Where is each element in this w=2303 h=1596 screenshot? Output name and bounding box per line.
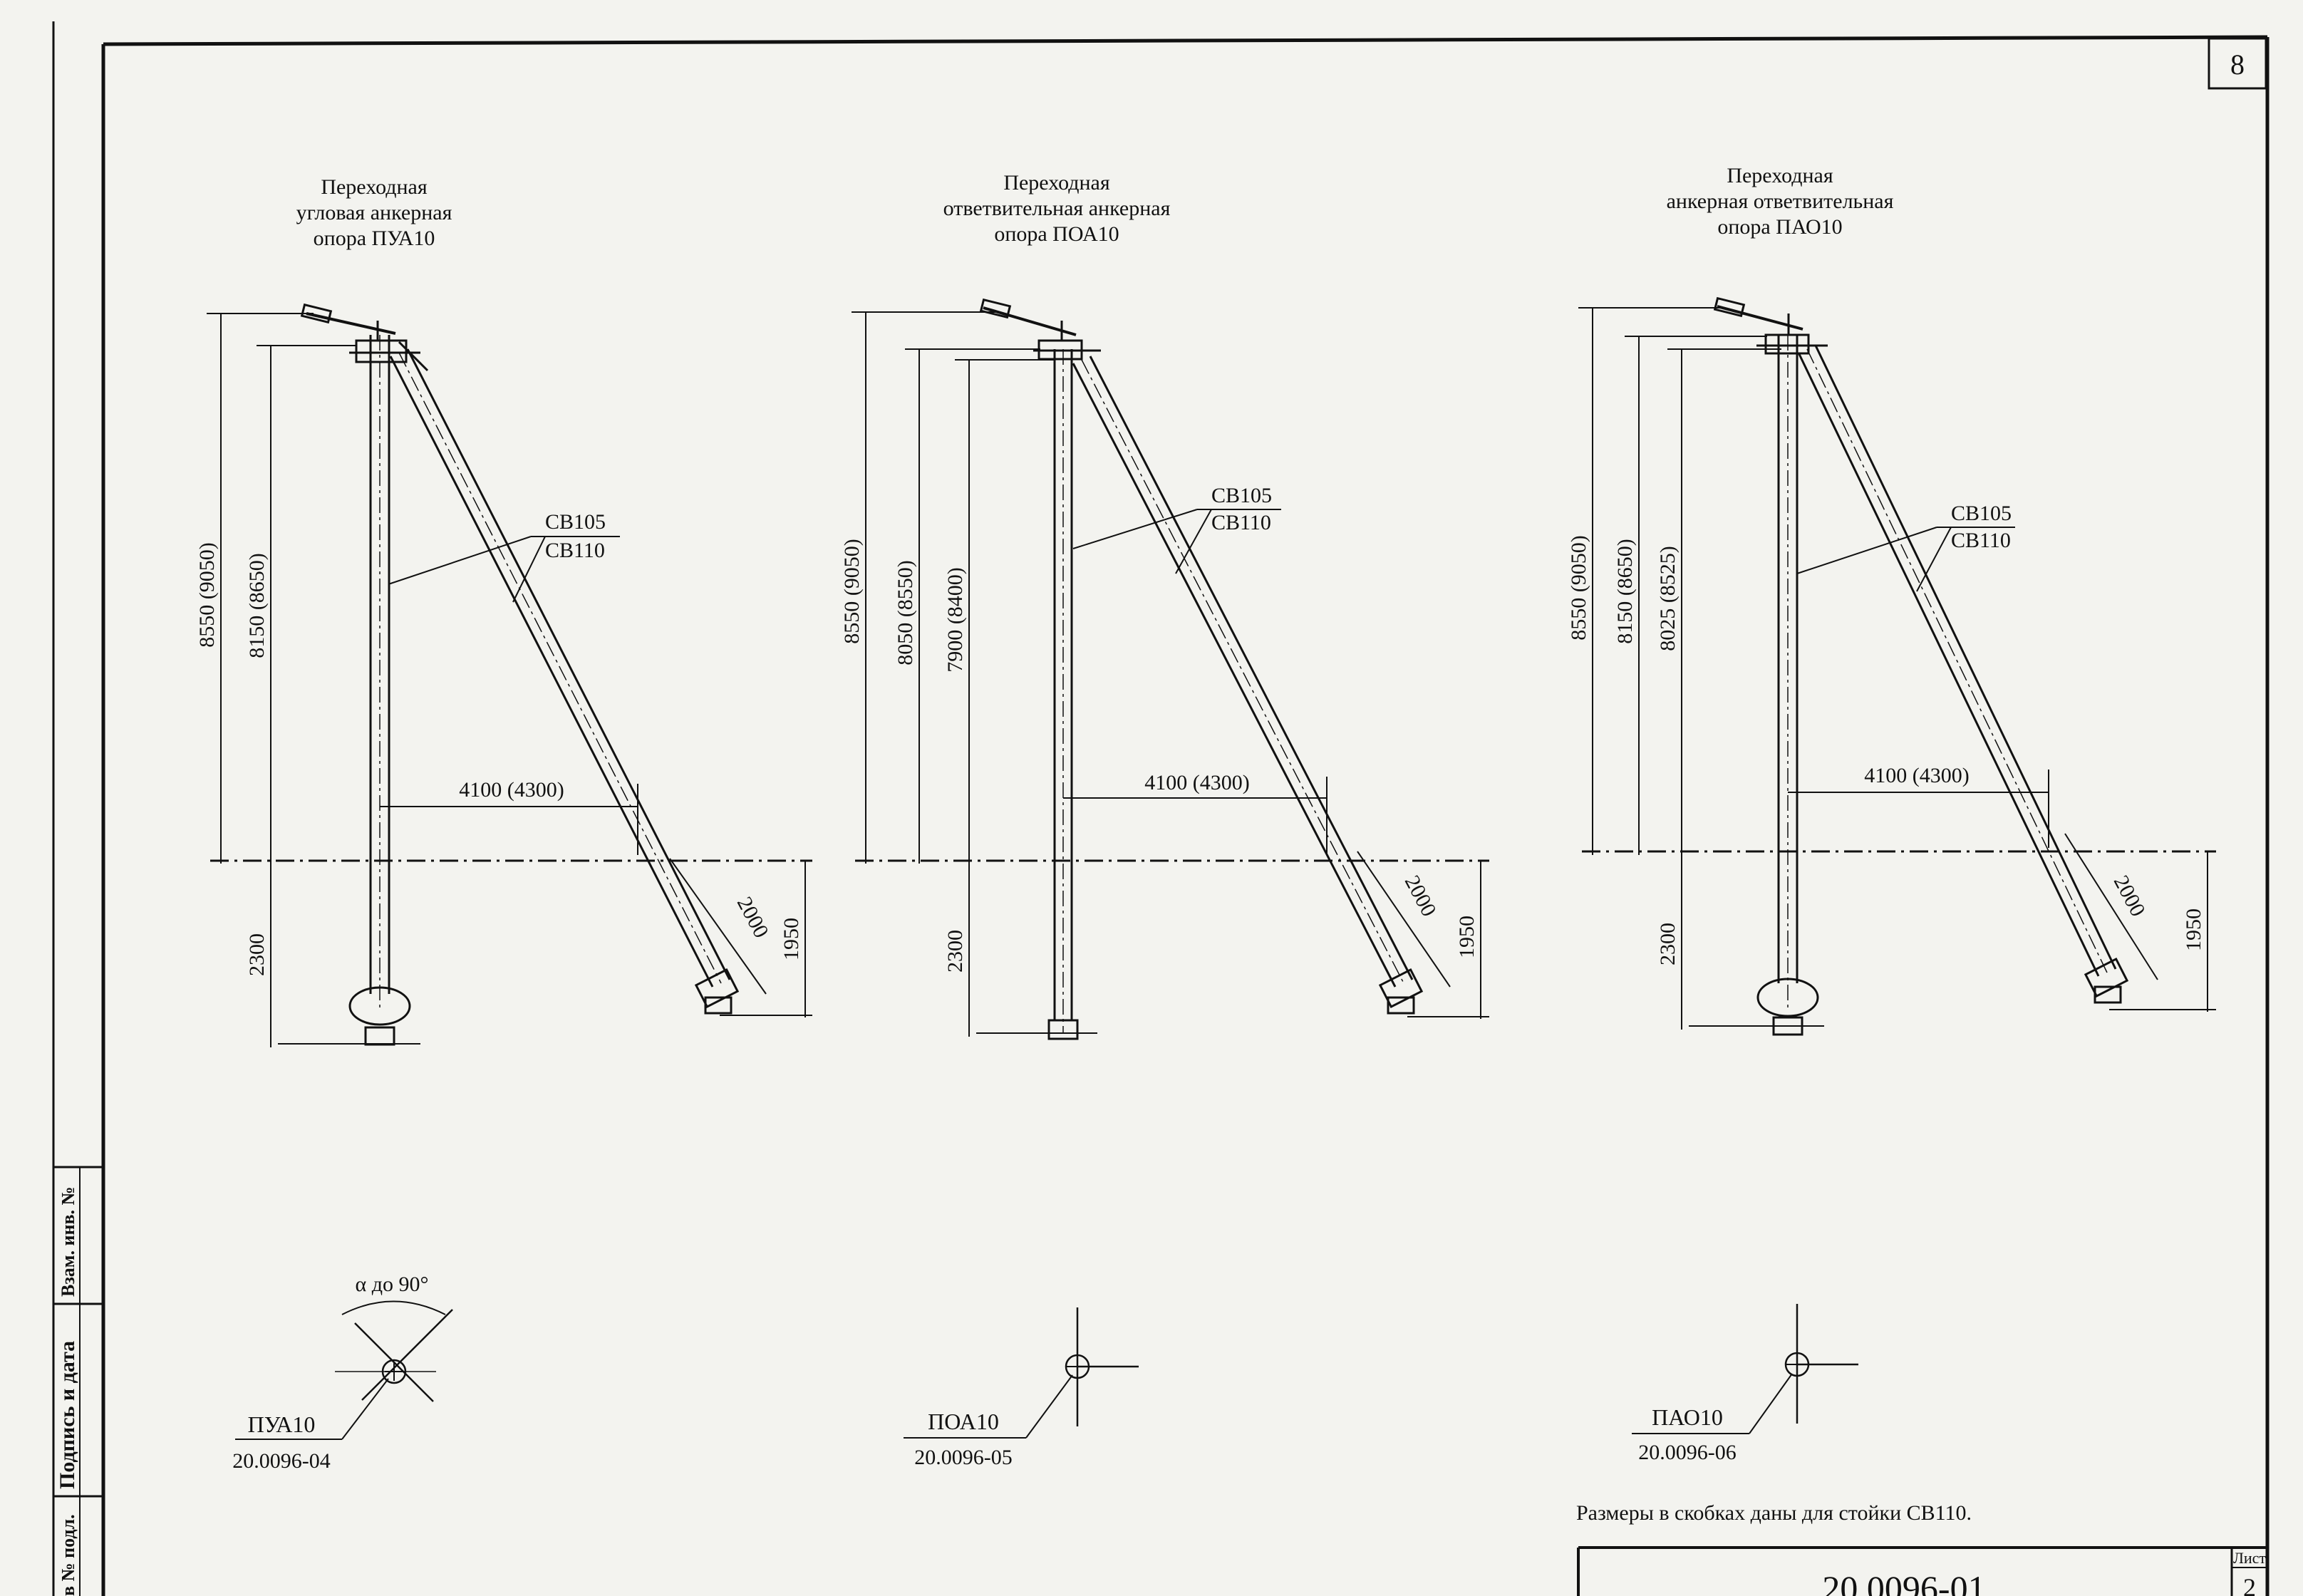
plan-poa10: ПОА10 20.0096-05 <box>904 1307 1139 1469</box>
dim-strut-depth: 1950 <box>780 918 803 960</box>
pole-label: СВ110 <box>545 539 605 562</box>
main-pole <box>369 335 390 1012</box>
dim-strut-depth: 1950 <box>2182 908 2205 951</box>
dim-vertical: 7900 (8400) <box>943 567 967 672</box>
strut-pole <box>1797 345 2117 977</box>
strut-footing <box>2084 957 2129 1004</box>
support-pua10: Переходная угловая анкерная опора ПУА10 <box>195 175 812 1047</box>
main-pole <box>1777 335 1799 1008</box>
dim-strut-depth: 1950 <box>1455 916 1479 958</box>
stamp-original-inventory: в № подл. <box>58 1514 78 1596</box>
angle-label: α до 90° <box>356 1273 429 1296</box>
support-title-line: опора ПАО10 <box>1717 215 1842 239</box>
dim-horizontal: 4100 (4300) <box>459 778 564 802</box>
sheet-frame <box>52 21 2270 1596</box>
dim-horizontal: 4100 (4300) <box>1864 764 1969 787</box>
stamp-signature-date: Подпись и дата <box>56 1341 79 1489</box>
dim-horizontal: 4100 (4300) <box>1144 771 1249 794</box>
pole-footing <box>1047 1019 1079 1040</box>
strut-pole <box>1072 356 1414 988</box>
title-block: 20.0096-01 Лист 2 <box>1577 1546 2267 1596</box>
stamp-replacement-inventory: Взам. инв. № <box>58 1186 78 1297</box>
plan-label: ПУА10 <box>248 1411 316 1437</box>
document-code: 20.0096-01 <box>1822 1568 1985 1596</box>
support-title-line: опора ПОА10 <box>994 222 1119 246</box>
pole-top-fittings <box>979 298 1101 361</box>
support-title-line: опора ПУА10 <box>314 227 435 250</box>
dim-depth: 2300 <box>943 930 967 973</box>
support-title-line: Переходная <box>321 175 428 199</box>
support-poa10: Переходная ответвительная анкерная опора… <box>840 171 1489 1040</box>
pole-label: СВ110 <box>1211 511 1271 534</box>
dim-vertical: 8150 (8650) <box>245 553 269 658</box>
support-title-line: анкерная ответвительная <box>1667 190 1894 213</box>
dim-depth: 2300 <box>1656 923 1680 965</box>
strut-pole <box>389 348 731 988</box>
support-title-line: Переходная <box>1727 164 1833 187</box>
strut-footing <box>694 968 740 1015</box>
plan-code: 20.0096-06 <box>1638 1441 1737 1464</box>
pole-plan-mark <box>381 1359 407 1384</box>
dim-vertical: 8150 (8650) <box>1613 539 1637 643</box>
dim-vertical: 8550 (9050) <box>1567 535 1590 640</box>
dim-vertical: 8550 (9050) <box>195 542 219 647</box>
dim-strut: 2000 <box>1400 871 1441 920</box>
main-pole <box>1053 349 1073 1033</box>
support-title-line: ответвительная анкерная <box>943 197 1171 220</box>
support-pao10: Переходная анкерная ответвительная опора… <box>1567 164 2216 1036</box>
dim-depth: 2300 <box>245 933 269 976</box>
dim-vertical: 8050 (8550) <box>894 560 917 665</box>
pole-label: СВ105 <box>1211 484 1272 507</box>
support-title-line: Переходная <box>1003 171 1110 195</box>
pole-top-fittings <box>1713 296 1828 355</box>
plan-label: ПАО10 <box>1652 1404 1723 1430</box>
list-label: Лист <box>2233 1549 2266 1567</box>
pole-label: СВ105 <box>545 510 606 534</box>
support-title-line: угловая анкерная <box>296 201 452 224</box>
pole-label: СВ105 <box>1951 502 2012 525</box>
dim-vertical: 8550 (9050) <box>840 539 864 643</box>
plan-pao10: ПАО10 20.0096-06 <box>1632 1304 1858 1464</box>
dim-vertical: 8025 (8525) <box>1656 546 1680 651</box>
list-number: 2 <box>2243 1573 2256 1596</box>
page-number: 8 <box>2230 48 2245 81</box>
strut-footing <box>1378 968 1424 1015</box>
page-number-box: 8 <box>2208 37 2267 90</box>
plan-label: ПОА10 <box>928 1409 999 1434</box>
plan-code: 20.0096-04 <box>232 1449 331 1473</box>
plan-pua10: α до 90° ПУА10 20.0096-04 <box>232 1273 453 1473</box>
pole-top-fittings <box>300 303 429 372</box>
pole-label: СВ110 <box>1951 529 2011 552</box>
dimension-note: Размеры в скобках даны для стойки СВ110. <box>1576 1501 1972 1525</box>
plan-code: 20.0096-05 <box>914 1446 1013 1469</box>
dim-strut: 2000 <box>733 893 773 941</box>
stamp-column: Взам. инв. № Подпись и дата в № подл. <box>53 1166 103 1596</box>
